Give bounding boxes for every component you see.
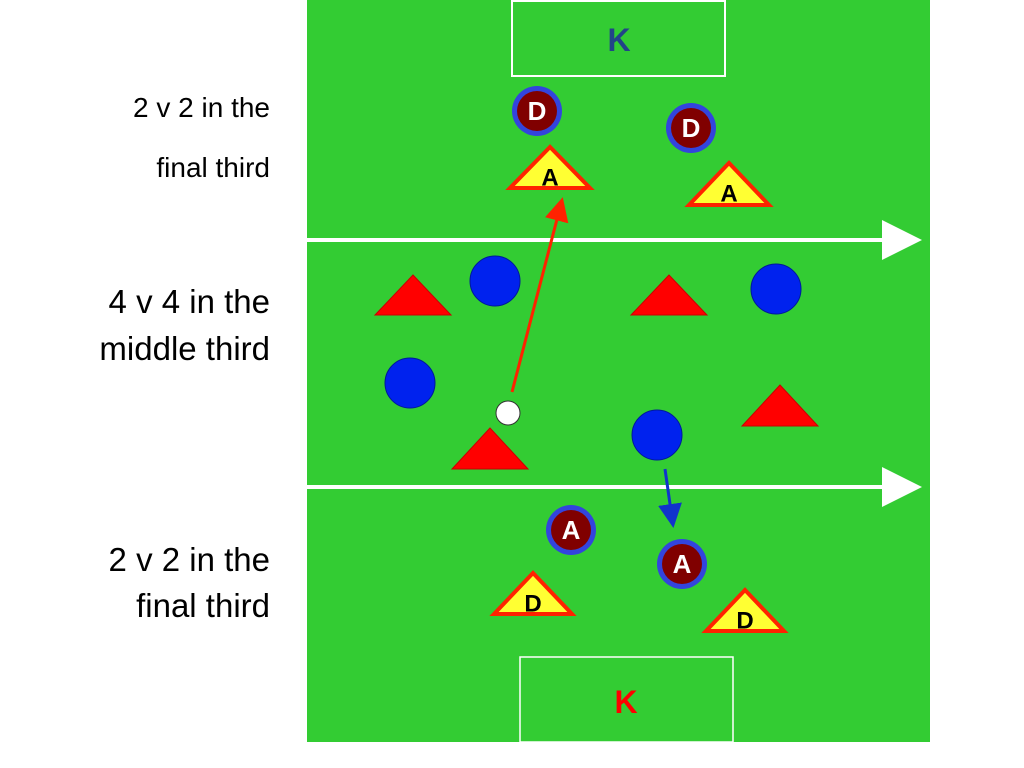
mid-red-player-2 bbox=[629, 274, 709, 316]
top-defender-2-letter: D bbox=[682, 113, 701, 143]
mid-red-player-4 bbox=[450, 427, 530, 470]
bottom-attacker-1: A bbox=[546, 505, 596, 555]
mid-blue-player-2 bbox=[750, 263, 802, 315]
top-attacker-2-letter: A bbox=[720, 181, 737, 208]
bottom-defender-1: D bbox=[489, 570, 577, 618]
bottom-zone-label-line2: final third bbox=[136, 587, 270, 624]
bottom-attacker-2-letter: A bbox=[673, 549, 692, 579]
pass-arrow-red bbox=[510, 197, 569, 393]
bottom-defender-2: D bbox=[701, 587, 789, 635]
ball-icon bbox=[495, 400, 521, 426]
top-attacker-2: A bbox=[684, 160, 774, 208]
bottom-goal-area bbox=[519, 656, 734, 743]
bottom-attacker-2: A bbox=[657, 539, 707, 589]
mid-blue-player-4 bbox=[631, 409, 683, 461]
top-goal-area bbox=[511, 0, 726, 77]
mid-blue-player-1 bbox=[469, 255, 521, 307]
top-zone-label-line1: 2 v 2 in the bbox=[133, 92, 270, 123]
mid-red-player-1 bbox=[373, 274, 453, 316]
top-zone-label: 2 v 2 in the final third bbox=[133, 78, 270, 198]
top-defender-1: D bbox=[512, 86, 562, 136]
bottom-defender-1-letter: D bbox=[524, 591, 541, 618]
mid-red-player-3 bbox=[740, 384, 820, 427]
top-zone-label-line2: final third bbox=[156, 152, 270, 183]
bottom-attacker-1-letter: A bbox=[562, 515, 581, 545]
top-keeper-label: K bbox=[607, 22, 630, 58]
top-defender-1-letter: D bbox=[528, 96, 547, 126]
top-defender-2: D bbox=[666, 103, 716, 153]
pass-arrow-blue bbox=[658, 468, 682, 528]
bottom-defender-2-letter: D bbox=[736, 608, 753, 635]
middle-zone-label-line1: 4 v 4 in the bbox=[108, 283, 270, 320]
middle-zone-label: 4 v 4 in the middle third bbox=[99, 278, 270, 372]
mid-blue-player-3 bbox=[384, 357, 436, 409]
top-attacker-1: A bbox=[505, 144, 595, 192]
middle-zone-label-line2: middle third bbox=[99, 330, 270, 367]
bottom-zone-label-line1: 2 v 2 in the bbox=[108, 541, 270, 578]
top-attacker-1-letter: A bbox=[541, 165, 558, 192]
bottom-keeper-label: K bbox=[614, 684, 637, 720]
bottom-zone-label: 2 v 2 in the final third bbox=[109, 537, 270, 629]
